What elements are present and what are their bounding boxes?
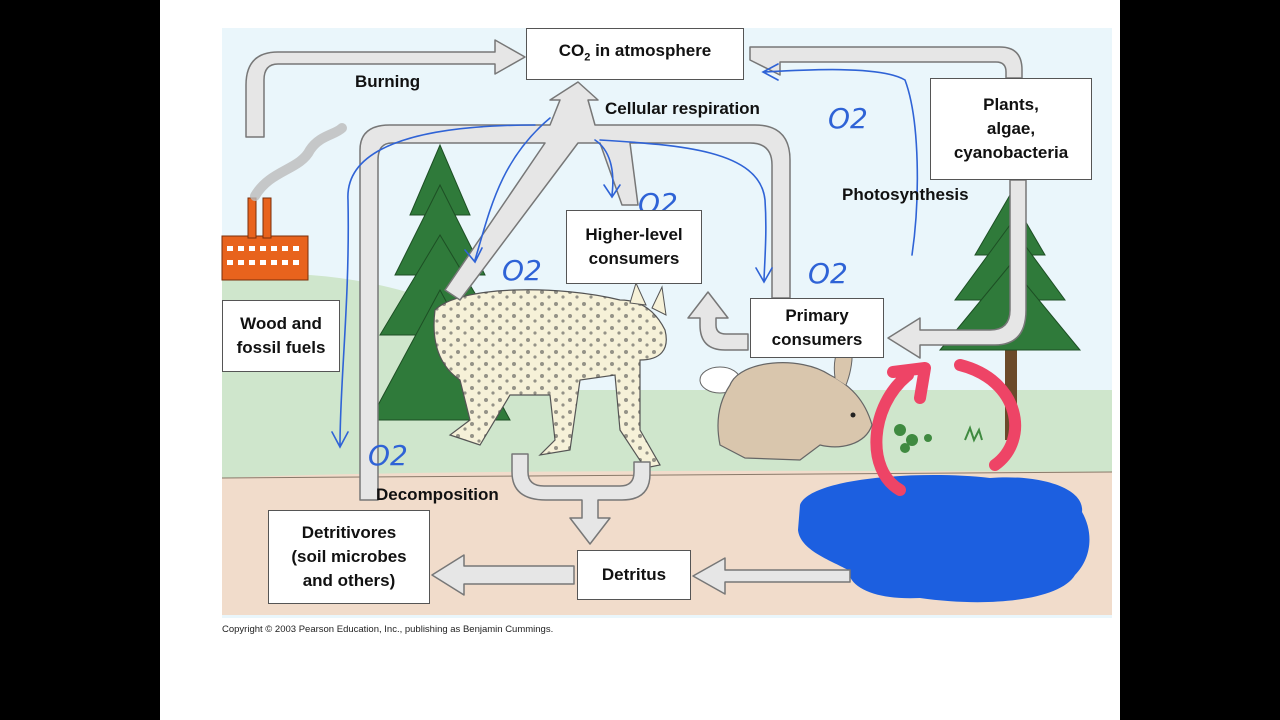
label-cellular-respiration: Cellular respiration <box>605 99 760 118</box>
higher-line-1: Higher-level <box>585 223 682 247</box>
box-detritivores: Detritivores (soil microbes and others) <box>268 510 430 604</box>
detritivores-line-2: (soil microbes <box>291 545 406 569</box>
primary-line-1: Primary <box>785 304 848 328</box>
box-co2-atmosphere: CO2 in atmosphere <box>526 28 744 80</box>
label-photosynthesis: Photosynthesis <box>842 185 969 204</box>
diagram-canvas: Burning Cellular respiration Photosynthe… <box>160 0 1120 720</box>
detritivores-line-1: Detritivores <box>302 521 396 545</box>
plants-line-1: Plants, <box>983 93 1039 117</box>
higher-line-2: consumers <box>589 247 680 271</box>
co2-label: CO2 in atmosphere <box>559 39 712 69</box>
annotation-o2-primary: O2 <box>808 257 848 290</box>
detritus-label: Detritus <box>602 563 666 587</box>
plants-line-3: cyanobacteria <box>954 141 1068 165</box>
box-wood-fossil-fuels: Wood and fossil fuels <box>222 300 340 372</box>
box-primary-consumers: Primary consumers <box>750 298 884 358</box>
box-higher-level-consumers: Higher-level consumers <box>566 210 702 284</box>
primary-line-2: consumers <box>772 328 863 352</box>
annotation-o2-lynx: O2 <box>502 254 542 287</box>
box-plants: Plants, algae, cyanobacteria <box>930 78 1092 180</box>
annotation-o2-respiration: O2 <box>828 102 868 135</box>
wood-line-2: fossil fuels <box>237 336 326 360</box>
annotation-o2-wood: O2 <box>368 439 408 472</box>
detritivores-line-3: and others) <box>303 569 396 593</box>
wood-line-1: Wood and <box>240 312 322 336</box>
copyright-notice: Copyright © 2003 Pearson Education, Inc.… <box>222 624 553 635</box>
box-detritus: Detritus <box>577 550 691 600</box>
label-decomposition: Decomposition <box>376 485 499 504</box>
plants-line-2: algae, <box>987 117 1035 141</box>
label-burning: Burning <box>355 72 420 91</box>
